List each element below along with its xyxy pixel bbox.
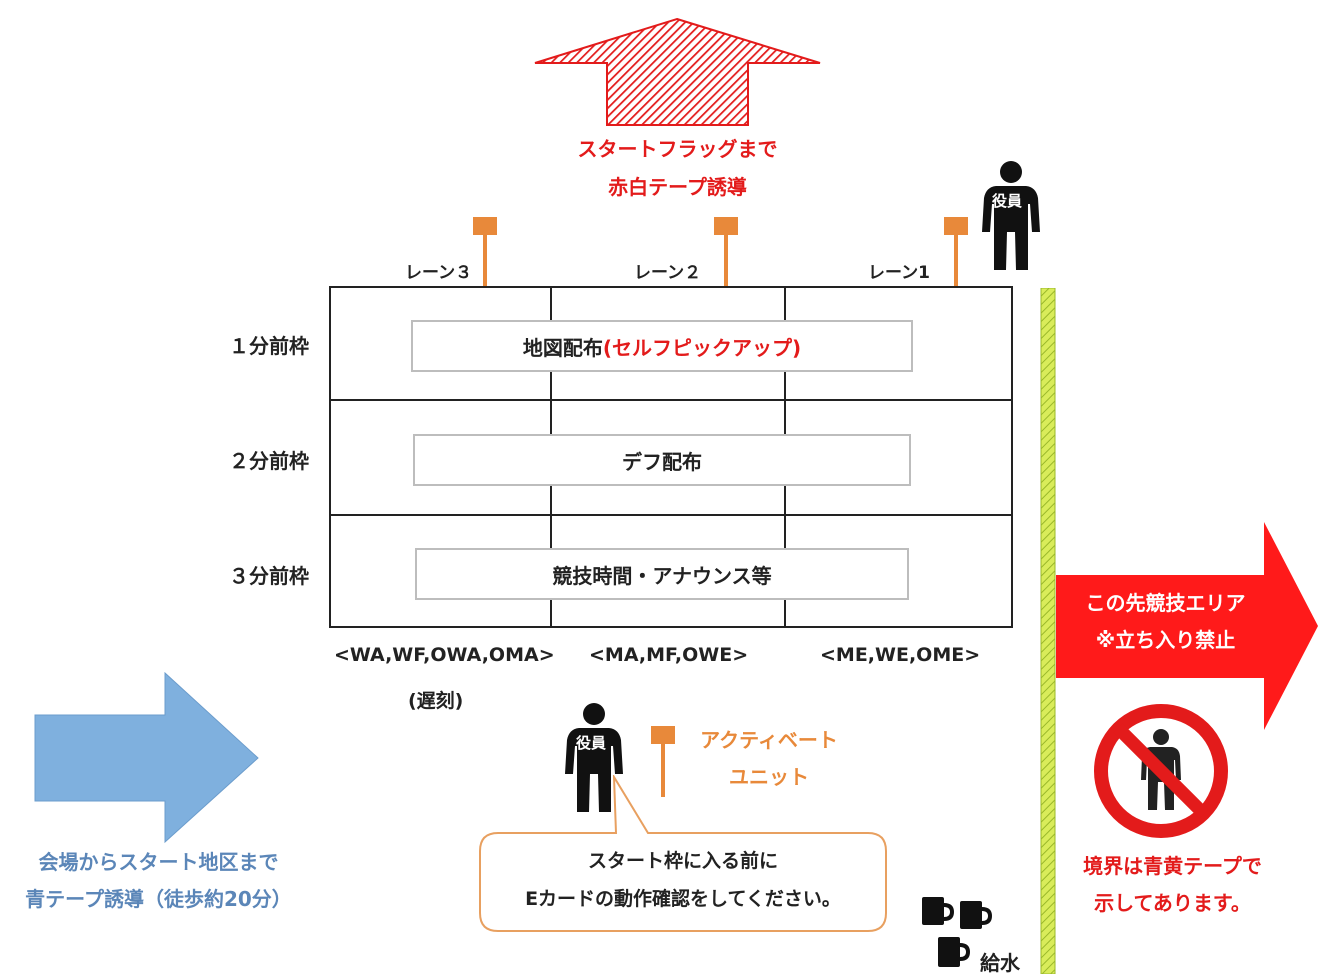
map-distribution-text: 地図配布 [522,335,603,360]
water-cups-icon [922,897,992,967]
boundary-note-line-2: 示してあります。 [1094,891,1251,915]
left-arrow [34,672,259,844]
activate-unit-flag-icon [651,726,675,797]
activate-unit-line-1: アクティベート [700,728,838,752]
activate-unit-text: アクティベート ユニット [684,722,854,796]
callout-bubble [479,775,887,932]
official-icon-top [982,161,1040,270]
callout-line-1: スタート枠に入る前に [587,850,778,872]
official-label-top: 役員 [992,192,1023,210]
row-2-label: ２分前枠 [229,449,309,473]
announcement-box: 競技時間・アナウンス等 [415,548,909,600]
map-distribution-box: 地図配布(セルフピックアップ) [411,320,913,372]
water-label: 給水 [980,951,1020,975]
top-arrow-text: スタートフラッグまで 赤白テープ誘導 [540,130,815,206]
callout-text: スタート枠に入る前に Eカードの動作確認をしてください。 [484,842,882,918]
callout-line-2: Eカードの動作確認をしてください。 [525,888,841,910]
row-3-label: ３分前枠 [229,564,309,588]
boundary-note-line-1: 境界は青黄テープで [1083,854,1262,878]
late-note: (遅刻) [408,690,464,712]
top-arrow [534,17,821,126]
self-pickup-text: (セルフピックアップ) [602,335,802,360]
left-arrow-line-2: 青テープ誘導（徒歩約20分） [25,887,292,911]
lane-1-label: レーン1 [868,263,930,283]
right-arrow-text: この先競技エリア ※立ち入り禁止 [1058,585,1273,659]
bib-distribution-text: デフ配布 [622,449,702,474]
right-arrow-line-1: この先競技エリア [1085,591,1246,615]
left-arrow-text: 会場からスタート地区まで 青テープ誘導（徒歩約20分） [6,844,311,918]
right-arrow [1056,522,1318,730]
lane-3-categories: <WA,WF,OWA,OMA> [334,644,555,666]
lane-2-flag-icon [714,217,738,288]
announcement-text: 競技時間・アナウンス等 [552,563,772,588]
top-arrow-line-1: スタートフラッグまで [577,137,778,161]
left-arrow-line-1: 会場からスタート地区まで [38,850,279,874]
lane-1-flag-icon [944,217,968,288]
lane-1-categories: <ME,WE,OME> [820,644,981,666]
bib-distribution-box: デフ配布 [413,434,911,486]
right-arrow-line-2: ※立ち入り禁止 [1095,628,1236,652]
activate-unit-line-2: ユニット [729,765,809,789]
lane-2-label: レーン２ [634,263,702,283]
top-arrow-line-2: 赤白テープ誘導 [608,175,747,199]
official-icon-bottom [565,703,623,812]
no-entry-icon [1094,704,1228,838]
boundary-tape [1040,288,1056,974]
lane-2-categories: <MA,MF,OWE> [589,644,749,666]
boundary-note: 境界は青黄テープで 示してあります。 [1065,848,1280,922]
row-1-label: １分前枠 [229,334,309,358]
lane-3-flag-icon [473,217,497,288]
lane-3-label: レーン３ [405,263,473,283]
official-label-bottom: 役員 [576,734,607,752]
